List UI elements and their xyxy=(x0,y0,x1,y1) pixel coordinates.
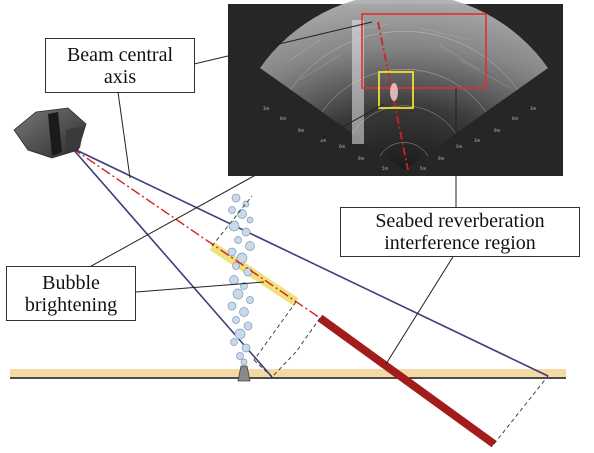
bubble xyxy=(236,252,248,264)
sonar-tick: 6m xyxy=(339,144,346,149)
sonar-bubble-box xyxy=(378,71,414,109)
sonar-tick: 9m xyxy=(438,156,445,161)
bubble xyxy=(241,227,251,237)
sonar-tick: 6m xyxy=(456,144,463,149)
leader-lines xyxy=(83,21,457,365)
beam-axis-label-line1: Beam central xyxy=(66,43,174,66)
bubble xyxy=(232,316,240,324)
sonar-tick: 9m xyxy=(358,156,365,161)
seabed-reverberation-label: Seabed reverberation interference region xyxy=(340,207,580,257)
bubble xyxy=(240,358,248,366)
bubble-to-image-leader xyxy=(83,103,385,271)
sonar-interference-box xyxy=(361,13,487,89)
bubble xyxy=(231,193,241,203)
bubble xyxy=(229,275,239,285)
bubble xyxy=(227,301,237,311)
sonar-tick: 5m xyxy=(382,166,389,171)
sonar-tick: 9m xyxy=(494,128,501,133)
projection-lines xyxy=(211,195,549,445)
bubble xyxy=(230,338,238,346)
sonar-bubble-echo xyxy=(352,20,364,144)
sonar-tick: 6m xyxy=(512,116,519,121)
bubble xyxy=(239,307,249,317)
bubble-to-highlight-leader xyxy=(135,281,265,293)
beam-axis-leader xyxy=(117,91,131,179)
bubble xyxy=(227,247,237,257)
sonar-tick: 3m xyxy=(320,138,327,143)
beam-central-axis-line xyxy=(71,147,321,319)
sonar-tick: 9m xyxy=(298,128,305,133)
sonar-texture xyxy=(289,23,511,89)
bubble-plume xyxy=(227,193,255,366)
beam-boundaries xyxy=(71,147,549,378)
sonar-tick: 3m xyxy=(530,106,537,111)
beam-outer-boundary xyxy=(71,147,549,377)
bubble xyxy=(228,206,236,214)
bubble xyxy=(246,296,254,304)
sonar-bubble-spot xyxy=(390,83,398,101)
sonar-image-panel: 3m 6m 9m 3m 6m 9m 3m 6m 9m 3m 6m 9m 5m 5… xyxy=(228,0,563,176)
bubble xyxy=(241,343,251,353)
bubble xyxy=(237,209,247,219)
bubble xyxy=(243,321,253,331)
bubble-label-line2: brightening xyxy=(24,293,118,316)
sonar-tick: 5m xyxy=(420,166,427,171)
bubble xyxy=(240,282,248,290)
sonar-tick-labels: 3m 6m 9m 3m 6m 9m 3m 6m 9m 3m 6m 9m 5m 5… xyxy=(263,106,537,171)
bubble xyxy=(236,352,244,360)
bubble xyxy=(232,262,240,270)
seabed-band xyxy=(10,369,566,377)
sonar-range-rings xyxy=(289,31,519,157)
sonar-tick: 3m xyxy=(474,138,481,143)
seabed-label-line1: Seabed reverberation xyxy=(375,210,545,232)
bubble xyxy=(234,236,242,244)
sonar-device-icon xyxy=(13,107,87,159)
sonar-tick: 3m xyxy=(263,106,270,111)
bubble xyxy=(228,220,240,232)
bubble xyxy=(232,288,244,300)
bubble xyxy=(243,267,253,277)
seabed-label-line2: interference region xyxy=(384,232,536,254)
bubble xyxy=(246,216,254,224)
bubble xyxy=(234,328,246,340)
bubble xyxy=(245,241,255,251)
seabed-to-bar-leader xyxy=(385,251,457,365)
beam-central-axis-label: Beam central axis xyxy=(45,38,195,93)
beam-axis-to-image-leader xyxy=(193,21,373,65)
seabed-target-post xyxy=(237,365,251,382)
bubble-label-line1: Bubble xyxy=(42,271,100,294)
beam-axis-label-line2: axis xyxy=(103,65,137,88)
sonar-fan-image xyxy=(260,0,548,170)
seabed-interference-bar xyxy=(317,314,497,448)
sonar-tick: 6m xyxy=(280,116,287,121)
bubble-brightening-label: Bubble brightening xyxy=(6,266,136,321)
